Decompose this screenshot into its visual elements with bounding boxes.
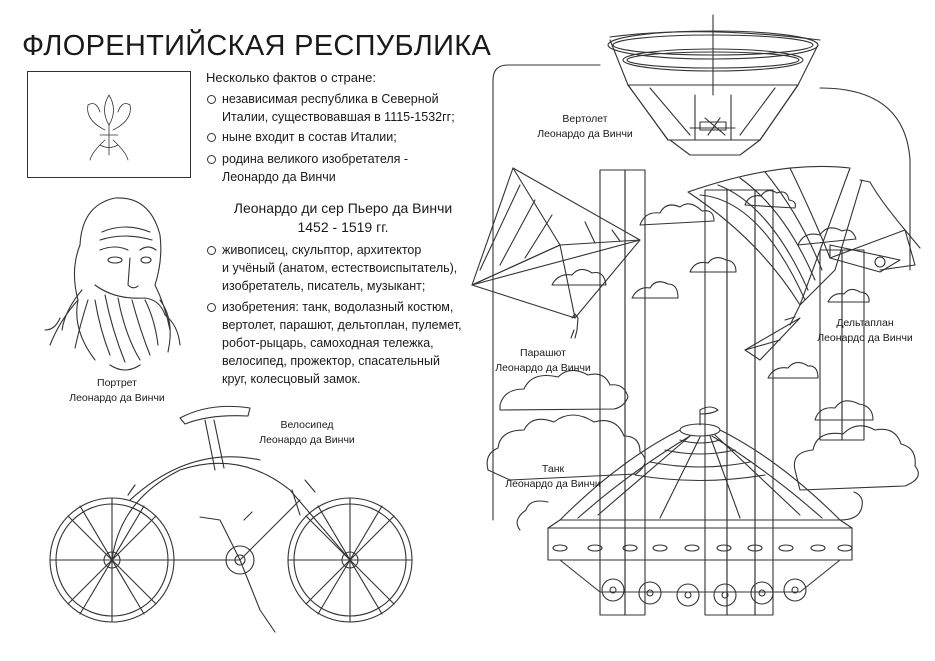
bullet-line: изобретения: танк, водолазный костюм, — [222, 300, 454, 314]
caption-subtitle: Леонардо да Винчи — [259, 434, 355, 446]
caption-title: Портрет — [97, 377, 137, 389]
fact-item: родина великого изобретателя - Леонардо … — [207, 150, 408, 186]
caption-title: Вертолет — [562, 113, 608, 125]
fact-line: Италии, существовавшая в 1115-1532гг; — [222, 110, 455, 124]
bullet-line: велосипед, прожектор, спасательный — [222, 354, 440, 368]
caption-subtitle: Леонардо да Винчи — [69, 392, 165, 404]
aerial-screw-icon — [607, 14, 821, 156]
bullet-line: робот-рыцарь, самоходная тележка, — [222, 336, 434, 350]
bullet-line: и учёный (анатом, естествоиспытатель), — [222, 261, 458, 275]
caption-title: Танк — [541, 463, 565, 475]
caption-subtitle: Леонардо да Винчи — [505, 478, 601, 490]
caption-subtitle: Леонардо да Винчи — [537, 128, 633, 140]
bullet-line: круг, колесцовый замок. — [222, 372, 361, 386]
bicycle-icon — [49, 405, 413, 633]
leonardo-name: Леонардо ди сер Пьеро да Винчи 1452 - 15… — [212, 199, 474, 237]
caption-glider: Дельтаплан Леонардо да Винчи — [800, 316, 930, 346]
fact-item: независимая республика в Северной Италии… — [207, 90, 455, 126]
caption-parachute: Парашют Леонардо да Винчи — [478, 346, 608, 376]
ornithopter-icon — [687, 165, 921, 361]
bullet-line: вертолет, парашют, дельтоплан, пулемет, — [222, 318, 462, 332]
caption-title: Парашют — [520, 347, 566, 359]
bullet-line: изобретатель, писатель, музыкант; — [222, 279, 426, 293]
leonardo-full-name: Леонардо ди сер Пьеро да Винчи — [233, 200, 453, 216]
tank-gun-ports — [552, 544, 853, 552]
tank-icon — [547, 406, 853, 607]
caption-title: Дельтаплан — [836, 317, 894, 329]
illustration-frame — [492, 64, 911, 616]
facts-heading: Несколько фактов о стране: — [206, 70, 377, 85]
leonardo-portrait-icon — [44, 197, 181, 371]
fact-line: ныне входит в состав Италии; — [222, 130, 397, 144]
leonardo-bullet: изобретения: танк, водолазный костюм, ве… — [207, 298, 462, 388]
caption-subtitle: Леонардо да Винчи — [817, 332, 913, 344]
pyramid-parachute-icon — [471, 167, 641, 339]
caption-helicopter: Вертолет Леонардо да Винчи — [520, 112, 650, 142]
tank-wheels — [601, 578, 807, 607]
fact-line: родина великого изобретателя - — [222, 152, 409, 166]
cloud-icon — [486, 190, 919, 531]
fact-line: независимая республика в Северной — [222, 92, 439, 106]
fact-line: Леонардо да Винчи — [222, 170, 336, 184]
caption-title: Велосипед — [280, 419, 334, 431]
leonardo-years: 1452 - 1519 гг. — [297, 219, 389, 235]
caption-bicycle: Велосипед Леонардо да Винчи — [242, 418, 372, 448]
leonardo-bullet: живописец, скульптор, архитектор и учёны… — [207, 241, 457, 295]
fact-item: ныне входит в состав Италии; — [207, 128, 397, 146]
caption-tank: Танк Леонардо да Винчи — [488, 462, 618, 492]
caption-portrait: Портрет Леонардо да Винчи — [52, 376, 182, 406]
caption-subtitle: Леонардо да Винчи — [495, 362, 591, 374]
flag-of-florence — [27, 71, 191, 178]
fleur-de-lis-icon — [87, 94, 131, 161]
bullet-line: живописец, скульптор, архитектор — [222, 243, 422, 257]
page-title: ФЛОРЕНТИЙСКАЯ РЕСПУБЛИКА — [22, 30, 492, 62]
